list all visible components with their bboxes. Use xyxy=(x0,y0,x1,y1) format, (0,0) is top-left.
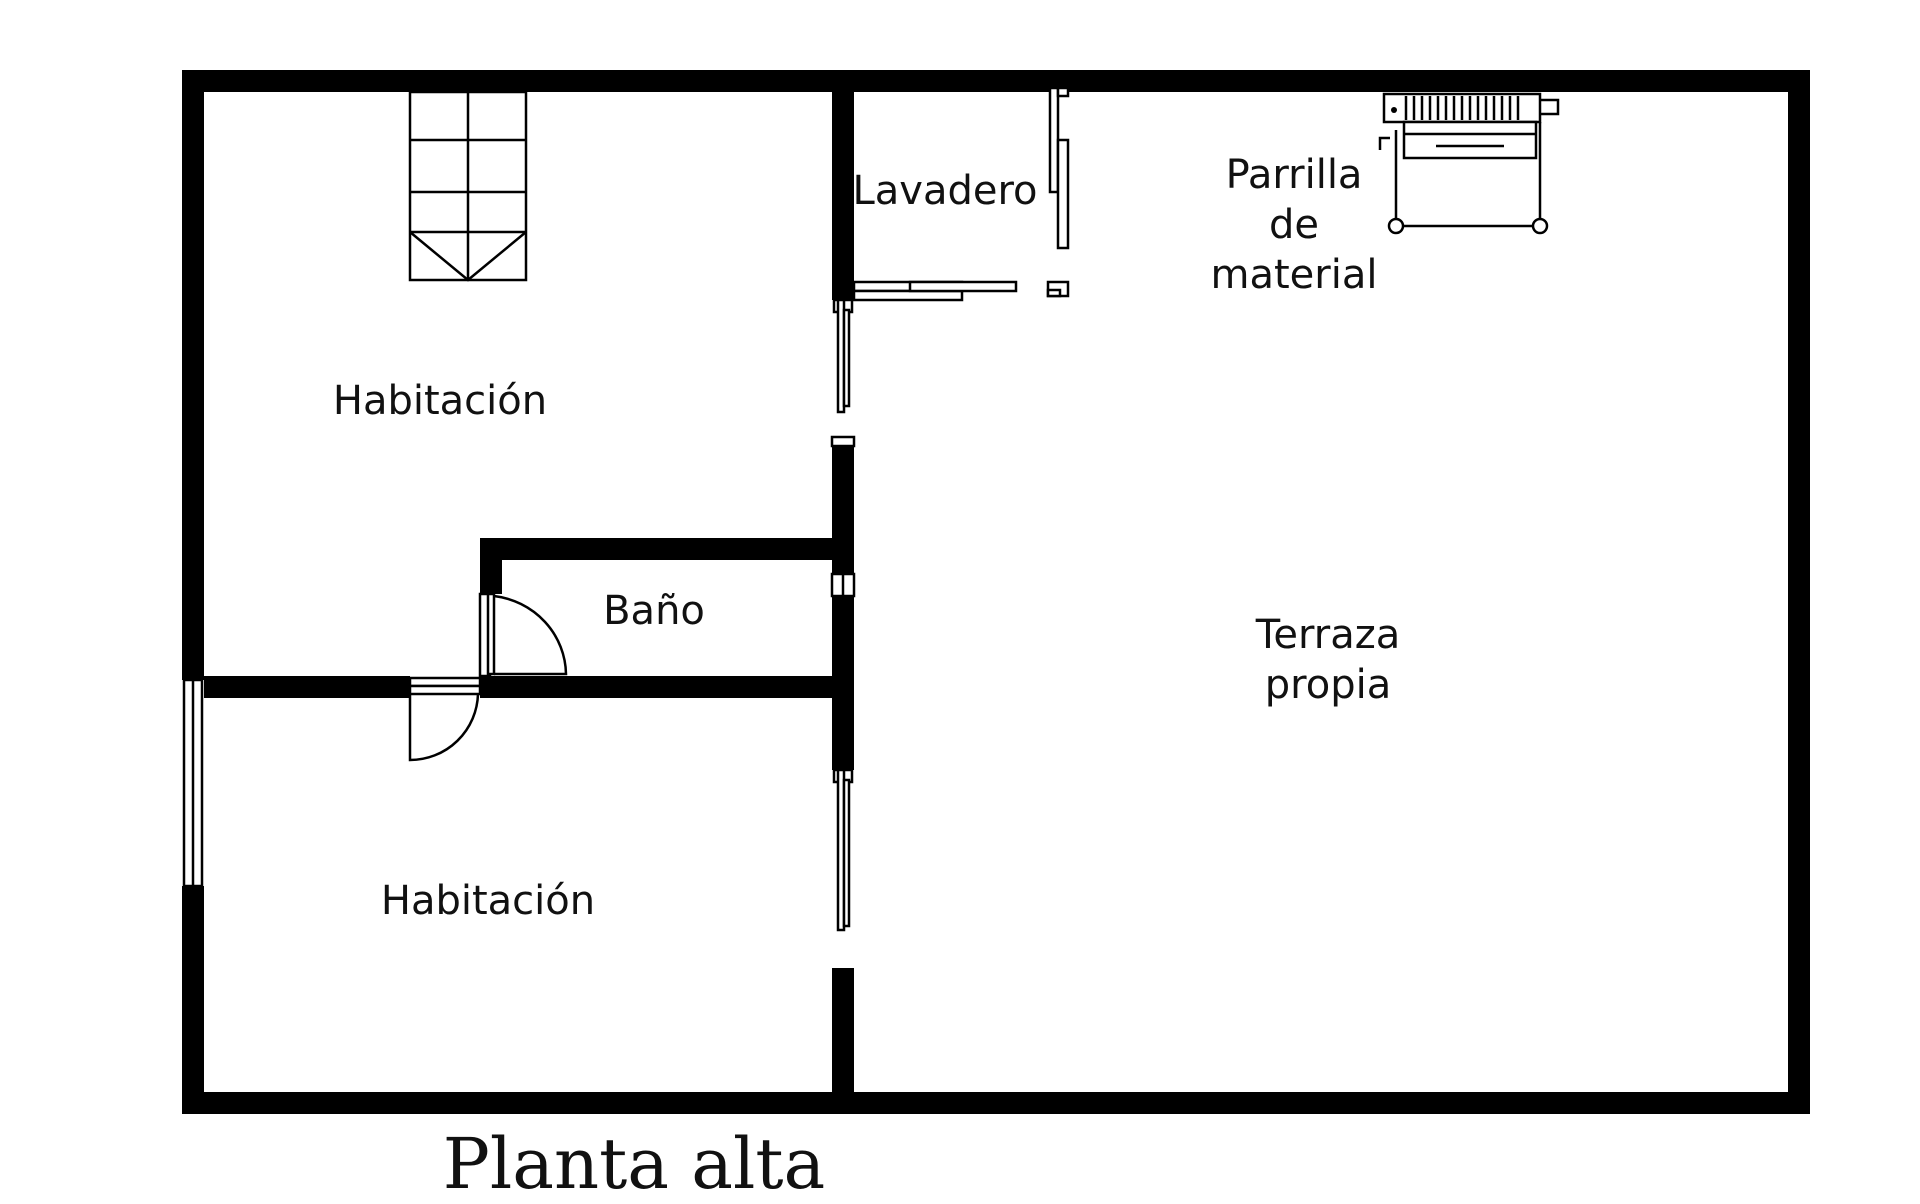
laundry-partitions xyxy=(852,86,1070,302)
central-wall-mid xyxy=(832,446,854,574)
label-parrilla-line3: material xyxy=(1211,252,1378,298)
staircase xyxy=(408,90,528,282)
wall-mid-right xyxy=(480,676,834,698)
central-wall-top xyxy=(832,90,854,300)
sliding-door-lower xyxy=(832,768,854,932)
barbecue-grill xyxy=(1378,92,1560,235)
plan-title: Planta alta xyxy=(443,1123,825,1204)
label-terraza-line1: Terraza xyxy=(1255,612,1400,658)
left-window xyxy=(182,678,204,888)
bath-wall-left xyxy=(480,538,502,594)
bath-wall-top xyxy=(480,538,834,560)
sliding-door-upper xyxy=(832,298,854,414)
wall-left-upper xyxy=(182,70,204,680)
wall-right xyxy=(1788,70,1810,1094)
wall-top xyxy=(182,70,1810,92)
central-wall-mid2 xyxy=(832,596,854,770)
bedroom-door xyxy=(408,676,482,762)
room-labels: Habitación Lavadero Parrilla de material… xyxy=(333,152,1400,924)
central-wall-bottom xyxy=(832,968,854,1094)
grill-grate xyxy=(1404,96,1520,120)
label-parrilla-line2: de xyxy=(1269,202,1319,248)
bathroom-door xyxy=(478,592,568,678)
bathroom-walls xyxy=(204,538,834,698)
wall-left-lower xyxy=(182,886,204,1114)
central-wall xyxy=(830,90,856,1094)
label-parrilla-line1: Parrilla xyxy=(1226,152,1363,198)
wall-bottom xyxy=(182,1092,1810,1114)
outer-walls xyxy=(182,70,1810,1114)
label-habitacion-upper: Habitación xyxy=(333,378,547,424)
label-terraza-line2: propia xyxy=(1265,662,1391,708)
label-habitacion-lower: Habitación xyxy=(381,878,595,924)
label-bano: Baño xyxy=(603,588,705,634)
wall-mid-left xyxy=(204,676,410,698)
label-lavadero: Lavadero xyxy=(852,168,1037,214)
